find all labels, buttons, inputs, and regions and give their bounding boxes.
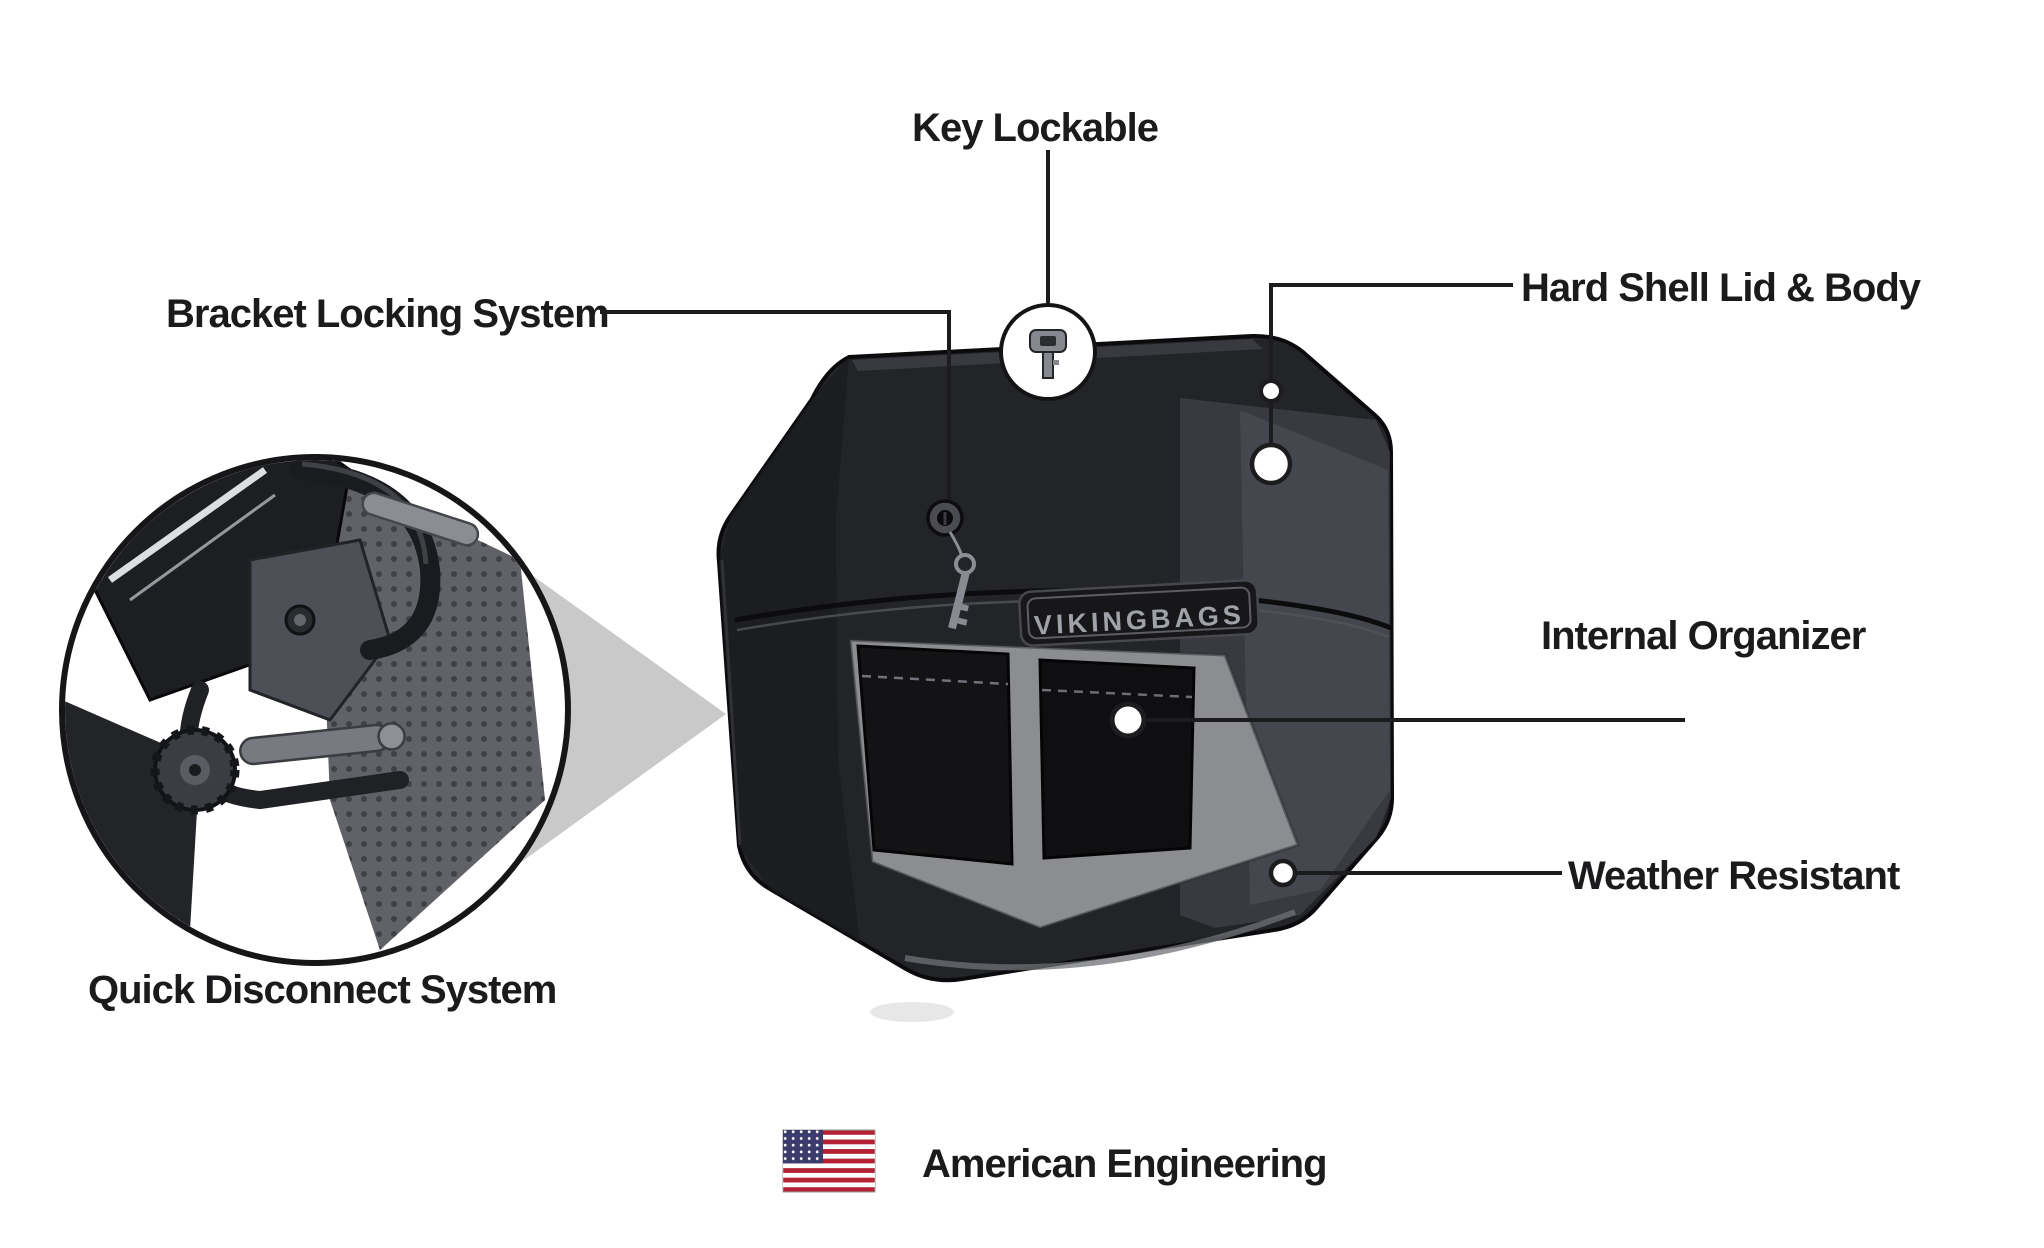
connector-dots: [1109, 379, 1298, 888]
mounting-rod: [361, 491, 480, 547]
callout-bracket-locking-system: Bracket Locking System: [166, 292, 610, 336]
bottom-rim-highlight: [904, 909, 1297, 971]
callout-internal-organizer: Internal Organizer: [1541, 614, 1866, 658]
key-dangling-icon: [948, 571, 970, 630]
callout-key-lockable: Key Lockable: [912, 106, 1159, 150]
line-bracket-locking: [600, 310, 951, 500]
dot-internal-organizer: [1109, 701, 1147, 739]
quick-disconnect-detail: [59, 454, 571, 966]
callout-quick-disconnect-system: Quick Disconnect System: [88, 968, 557, 1012]
saddlebag-illustration: VIKINGBAGS: [716, 333, 1395, 983]
key-icon: [999, 303, 1097, 401]
left-edge-highlight: [720, 559, 742, 846]
american-engineering-label: American Engineering: [922, 1142, 1328, 1186]
bag-sheen-inner: [1240, 410, 1390, 905]
connector-lines: [600, 150, 1685, 875]
brand-badge: VIKINGBAGS: [1018, 579, 1260, 647]
pocket-right: [1038, 658, 1196, 860]
dot-hard-shell-small: [1259, 379, 1283, 403]
dot-weather-resistant: [1268, 858, 1298, 888]
bracket-plate: [248, 538, 392, 722]
us-flag-icon: [782, 1129, 876, 1193]
dot-hard-shell-large: [1249, 442, 1293, 486]
callout-weather-resistant: Weather Resistant: [1568, 854, 1900, 898]
callout-hard-shell-lid-body: Hard Shell Lid & Body: [1521, 266, 1921, 310]
bracket-hook-upper: [290, 460, 441, 660]
pocket-left: [856, 644, 1014, 866]
internal-organizer-pockets: [848, 638, 1300, 930]
knob: [150, 725, 240, 815]
mounting-pin: [239, 722, 406, 766]
lock-icon: [926, 499, 976, 630]
bag-shadow: [870, 1002, 954, 1022]
bag-left-face: [719, 357, 860, 942]
